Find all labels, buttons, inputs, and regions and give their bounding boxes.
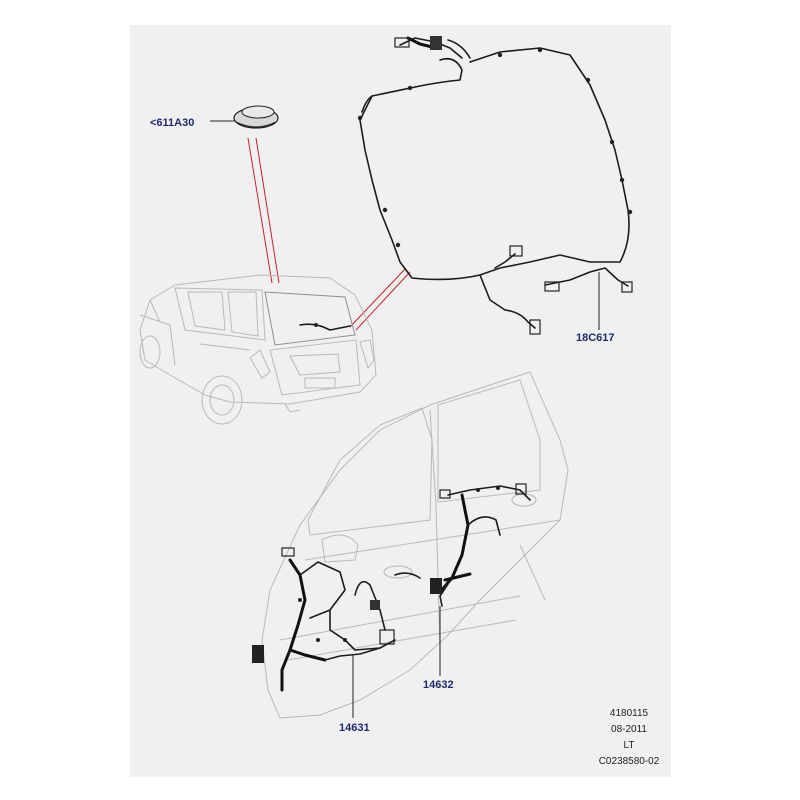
ref-line-1: 4180115 xyxy=(610,708,649,719)
diagram-panel xyxy=(130,25,671,777)
ref-line-3: LT xyxy=(624,740,635,751)
callout-14631: 14631 xyxy=(339,722,370,734)
callout-611a30: <611A30 xyxy=(150,117,194,129)
harness-14632-drawing xyxy=(430,483,531,676)
red-leader-lines xyxy=(247,137,411,331)
door-outline xyxy=(261,371,569,719)
reference-block: 4180115 08-2011 LT C0238580-02 xyxy=(599,708,660,767)
callout-14632: 14632 xyxy=(423,679,454,691)
callout-18c617: 18C617 xyxy=(576,332,615,344)
harness-18c617-drawing xyxy=(357,36,633,335)
harness-14631-drawing xyxy=(252,547,421,718)
vehicle-outline xyxy=(139,274,377,425)
ref-line-4: C0238580-02 xyxy=(599,756,660,767)
part-611a30-drawing xyxy=(210,105,279,129)
ref-line-2: 08-2011 xyxy=(611,724,647,735)
